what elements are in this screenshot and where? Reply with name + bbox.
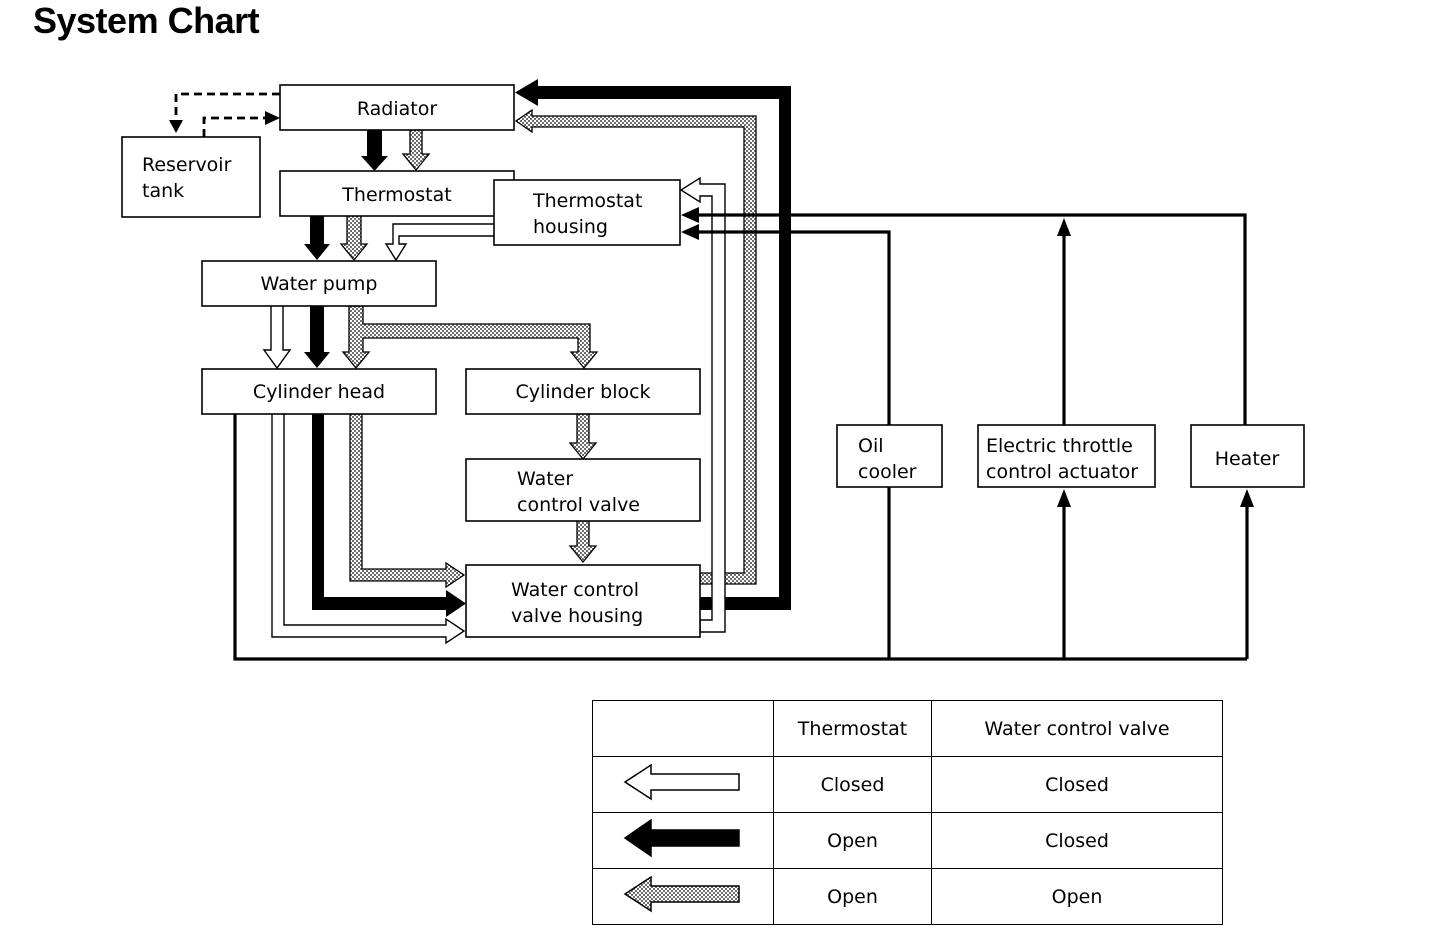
legend-header-valve: Water control valve bbox=[931, 700, 1223, 757]
reservoir-out-arrow bbox=[265, 111, 280, 125]
water-control-valve-box: Water control valve bbox=[465, 458, 701, 522]
heater-box: Heater bbox=[1190, 424, 1305, 488]
legend-thermostat-state: Closed bbox=[773, 756, 932, 813]
legend-valve-state: Open bbox=[931, 868, 1223, 925]
legend-thermostat-state: Open bbox=[773, 868, 932, 925]
reservoir-label-line2: tank bbox=[142, 180, 184, 202]
reservoir-in-arrow bbox=[169, 120, 183, 133]
black-arrow-icon bbox=[592, 812, 774, 869]
white-arrow-icon bbox=[592, 756, 774, 813]
oil-cooler-label-line2: cooler bbox=[858, 461, 917, 483]
cylinder-block-box: Cylinder block bbox=[465, 368, 701, 415]
reservoir-label-line1: Reservoir bbox=[142, 154, 232, 176]
thermostat-housing-label-line2: housing bbox=[533, 216, 608, 238]
thermostat-housing-label-line1: Thermostat bbox=[532, 190, 642, 212]
legend-table: Thermostat Water control valve Closed Cl… bbox=[592, 700, 1223, 925]
legend-thermostat-state: Open bbox=[773, 812, 932, 869]
etc-actuator-label-line1: Electric throttle bbox=[986, 435, 1133, 457]
oil-cooler-label-line1: Oil bbox=[858, 435, 884, 457]
radiator-box: Radiator bbox=[279, 84, 515, 131]
reservoir-lines bbox=[174, 92, 280, 137]
etc-actuator-label-line2: control actuator bbox=[986, 461, 1138, 483]
water-control-valve-label-line1: Water bbox=[517, 468, 573, 490]
wcv-housing-label-line1: Water control bbox=[511, 579, 639, 601]
legend-valve-state: Closed bbox=[931, 756, 1223, 813]
heater-label: Heater bbox=[1215, 448, 1280, 470]
radiator-label: Radiator bbox=[357, 98, 437, 120]
legend-valve-state: Closed bbox=[931, 812, 1223, 869]
cylinder-head-box: Cylinder head bbox=[201, 368, 437, 415]
water-pump-label: Water pump bbox=[261, 273, 378, 295]
page-title: System Chart bbox=[33, 0, 260, 41]
hatched-flow bbox=[339, 108, 757, 589]
legend-row: Open Closed bbox=[592, 812, 1223, 869]
thermostat-label: Thermostat bbox=[341, 184, 451, 206]
wcv-housing-label-line2: valve housing bbox=[511, 605, 643, 627]
bypass-circuit bbox=[233, 213, 1249, 661]
oil-cooler-box: Oil cooler bbox=[836, 424, 943, 488]
legend-header-blank bbox=[592, 700, 774, 757]
legend-row: Closed Closed bbox=[592, 756, 1223, 813]
water-control-valve-label-line2: control valve bbox=[517, 494, 640, 516]
reservoir-tank-box: Reservoir tank bbox=[121, 136, 261, 218]
water-pump-box: Water pump bbox=[201, 260, 437, 307]
legend-header-row: Thermostat Water control valve bbox=[592, 700, 1223, 757]
legend-row: Open Open bbox=[592, 868, 1223, 925]
thermostat-box: Thermostat bbox=[279, 170, 515, 217]
cylinder-block-label: Cylinder block bbox=[515, 381, 650, 403]
legend-header-thermostat: Thermostat bbox=[773, 700, 932, 757]
hatched-arrow-icon bbox=[592, 868, 774, 925]
white-flow bbox=[262, 176, 726, 645]
bypass-arrowheads bbox=[681, 207, 1254, 507]
black-flow bbox=[304, 79, 791, 617]
cylinder-head-label: Cylinder head bbox=[253, 381, 385, 403]
thermostat-housing-box: Thermostat housing bbox=[493, 179, 681, 246]
etc-actuator-box: Electric throttle control actuator bbox=[977, 424, 1156, 488]
wcv-housing-box: Water control valve housing bbox=[465, 564, 701, 638]
